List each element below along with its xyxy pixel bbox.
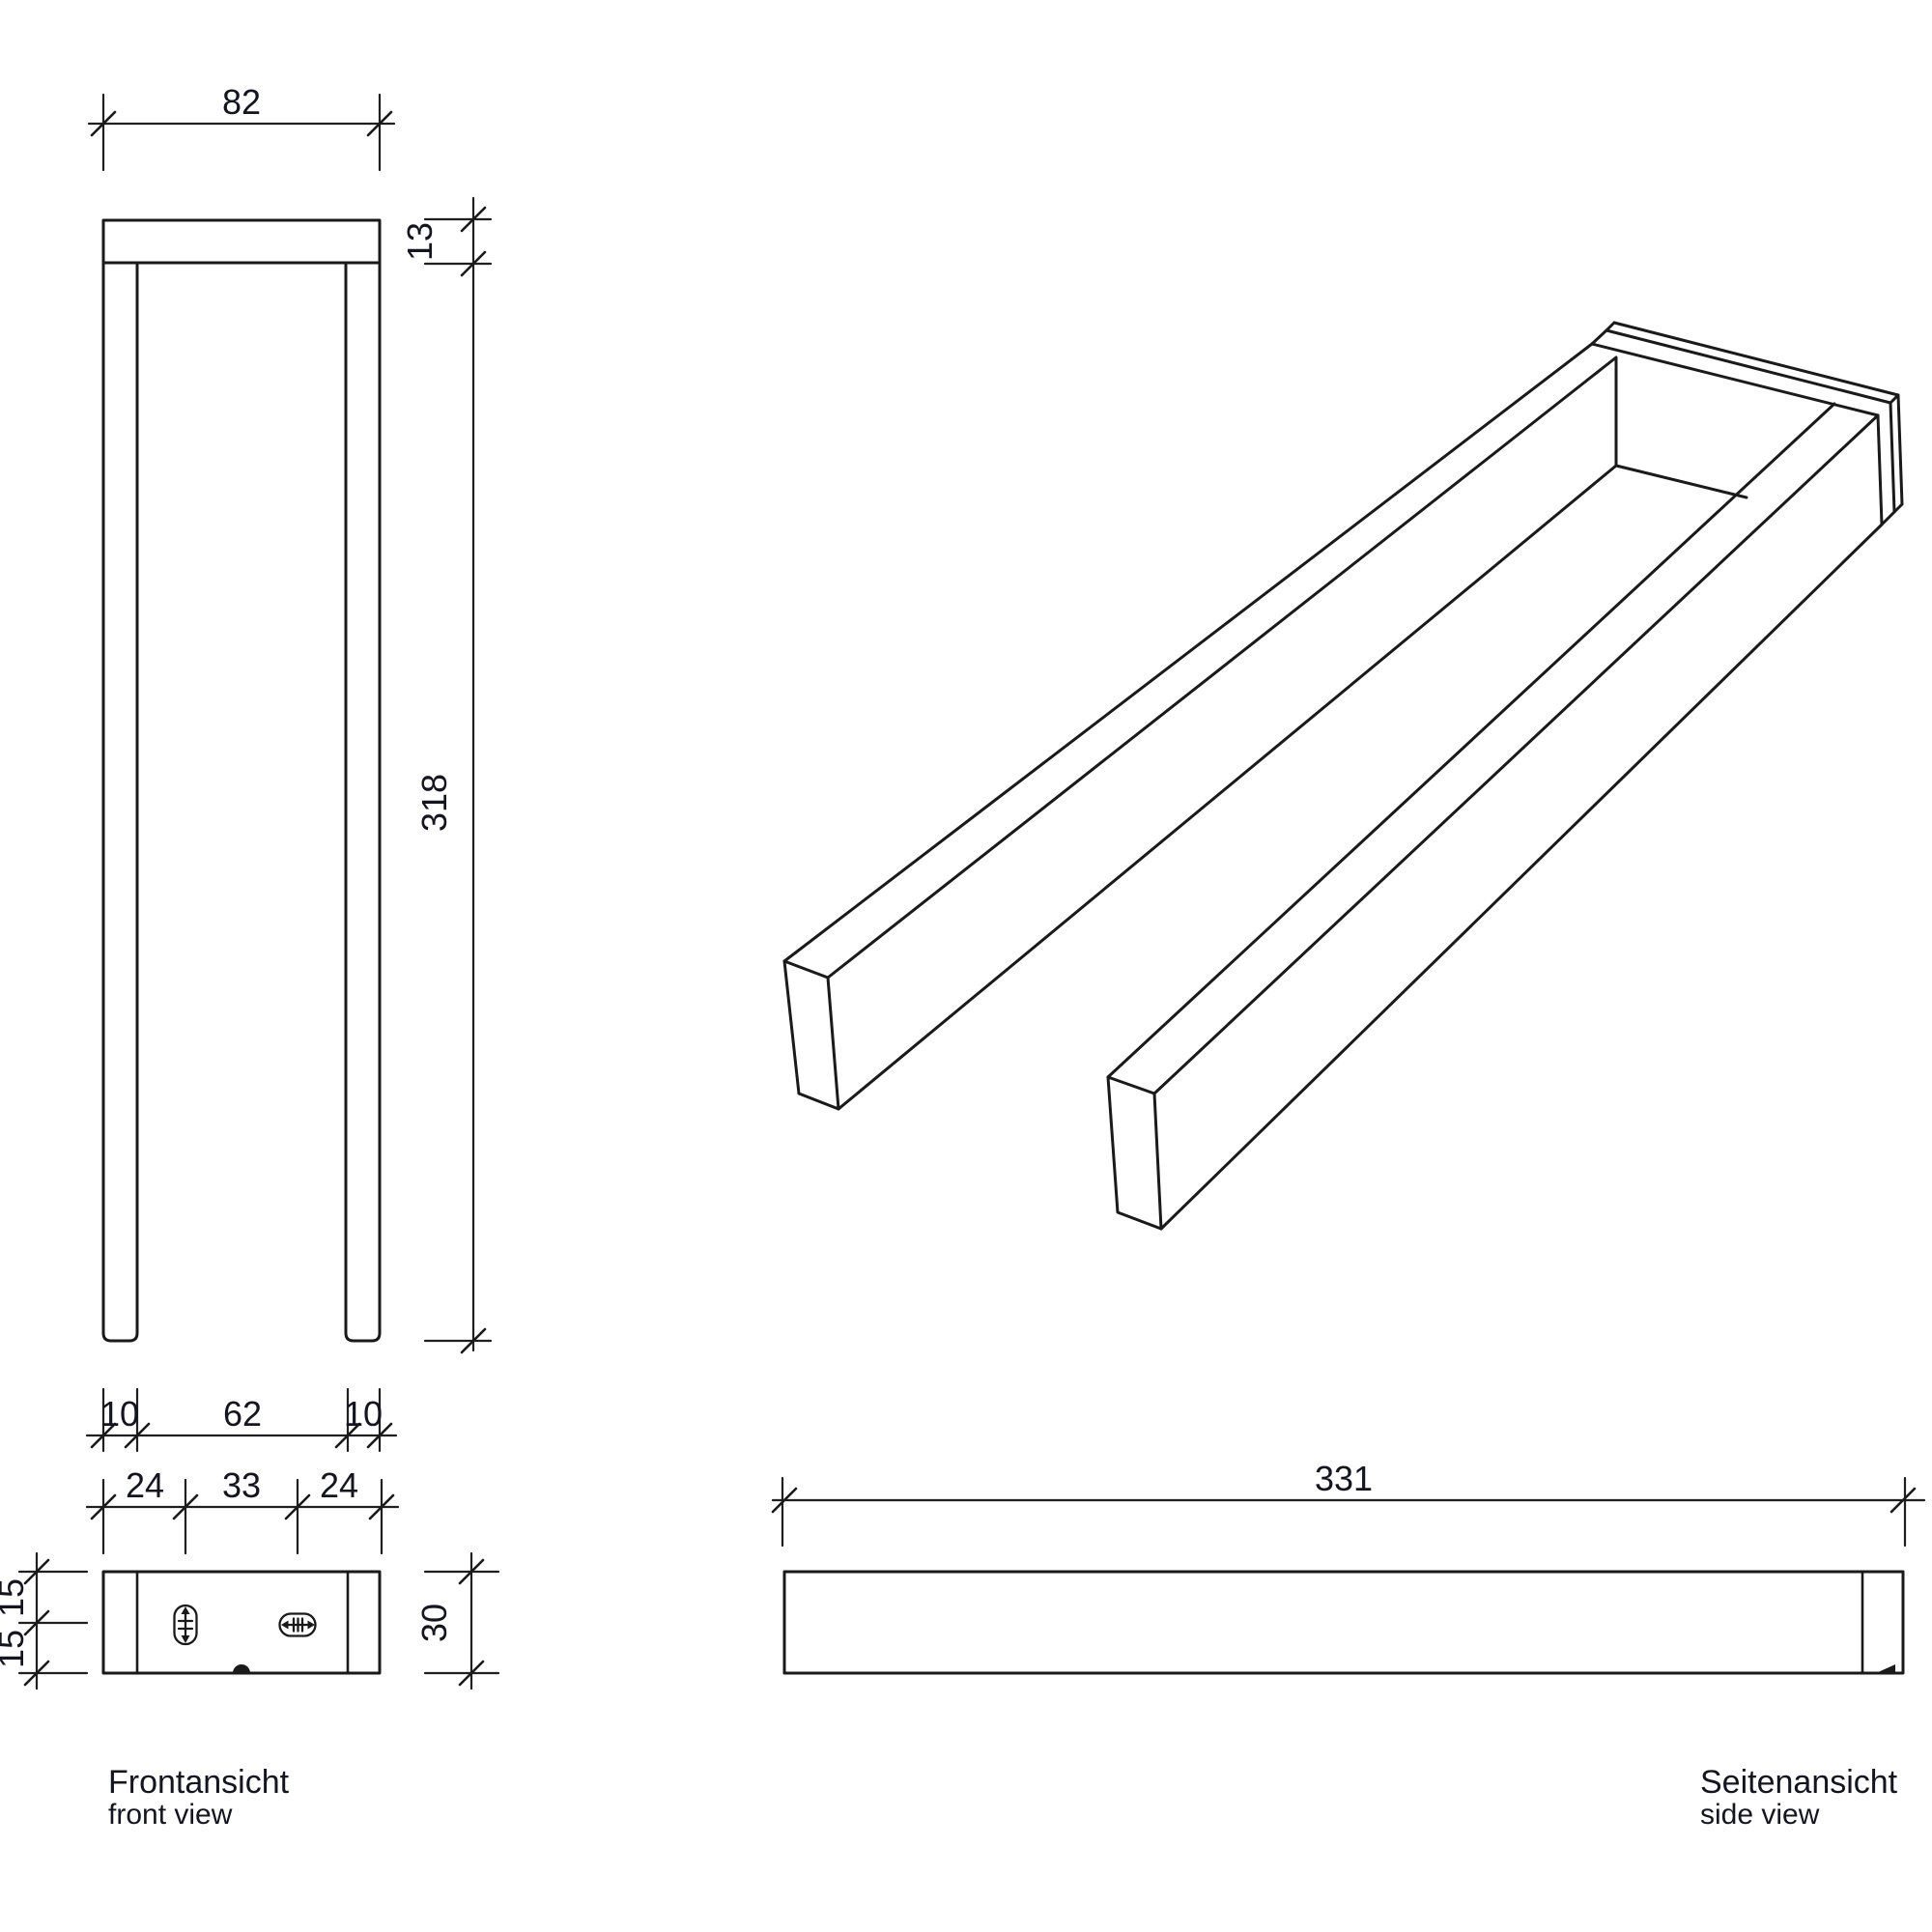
front-view-subtitle: front view <box>108 1799 233 1831</box>
horizontal-slot-icon <box>278 1612 317 1637</box>
front-plan-view <box>101 1570 382 1675</box>
dim-right-leg-value: 10 <box>344 1394 383 1434</box>
dim-slot-spacing-value: 33 <box>222 1465 261 1505</box>
plan-outline <box>101 1570 382 1675</box>
dim-thickness-value: 13 <box>400 222 440 261</box>
dim-depth-halves-ticks <box>23 1558 50 1687</box>
dim-width-ticks <box>90 110 393 137</box>
notch-icon <box>233 1664 250 1673</box>
dim-depth-total-value: 30 <box>414 1604 454 1642</box>
view-labels: Frontansicht front view Seitenansicht si… <box>108 1764 1898 1831</box>
iso-right-arm-edges <box>1106 402 1884 1231</box>
dim-legs-lines <box>85 1387 398 1453</box>
dim-length-value: 331 <box>1315 1459 1373 1498</box>
dim-height-value: 318 <box>414 774 454 832</box>
vertical-slot-icon <box>173 1604 198 1646</box>
front-left-leg <box>101 261 139 1343</box>
dim-height-lines <box>423 196 493 1352</box>
dim-depth-total-ticks <box>458 1558 485 1687</box>
side-outline <box>782 1570 1905 1675</box>
front-view-shape <box>101 218 382 1343</box>
plan-inner-lines <box>135 1570 350 1675</box>
dim-width-lines <box>87 93 396 172</box>
mount-triangle-icon <box>1876 1664 1895 1673</box>
dim-height-ticks <box>460 206 487 1354</box>
dim-length-lines <box>771 1476 1926 1548</box>
front-right-leg <box>344 261 382 1343</box>
side-view-dimensions: 331 <box>771 1459 1926 1548</box>
iso-wall-plate-edges <box>1605 321 1904 514</box>
dim-depth-total-lines <box>423 1551 500 1690</box>
dim-slot-left-value: 24 <box>126 1465 164 1505</box>
dim-depth-upper-value: 15 <box>0 1578 31 1617</box>
front-view-dimensions: 82 13 318 10 62 10 24 33 24 15 15 30 <box>0 82 500 1690</box>
iso-left-arm-end-face <box>782 959 840 1111</box>
front-view-title: Frontansicht <box>108 1764 290 1801</box>
dim-length-ticks <box>771 1487 1917 1514</box>
dim-legs-ticks <box>90 1422 393 1449</box>
side-view-subtitle: side view <box>1700 1799 1820 1831</box>
iso-crossbar-edges <box>1590 328 1896 526</box>
dim-depth-lower-value: 15 <box>0 1630 31 1668</box>
iso-left-arm-edges <box>782 342 1618 1111</box>
dim-slot-right-value: 24 <box>320 1465 358 1505</box>
dim-left-leg-value: 10 <box>100 1394 139 1434</box>
dim-depth-halves-lines <box>17 1551 89 1690</box>
side-view-shape <box>782 1570 1905 1675</box>
side-view-title: Seitenansicht <box>1700 1764 1898 1801</box>
dim-slots-lines <box>85 1478 400 1555</box>
dim-width-value: 82 <box>222 82 261 122</box>
dim-slots-ticks <box>90 1493 395 1520</box>
iso-right-arm-end-face <box>1106 1075 1163 1231</box>
front-top-bar <box>101 218 382 265</box>
isometric-view <box>782 321 1904 1231</box>
dim-gap-value: 62 <box>223 1394 262 1434</box>
